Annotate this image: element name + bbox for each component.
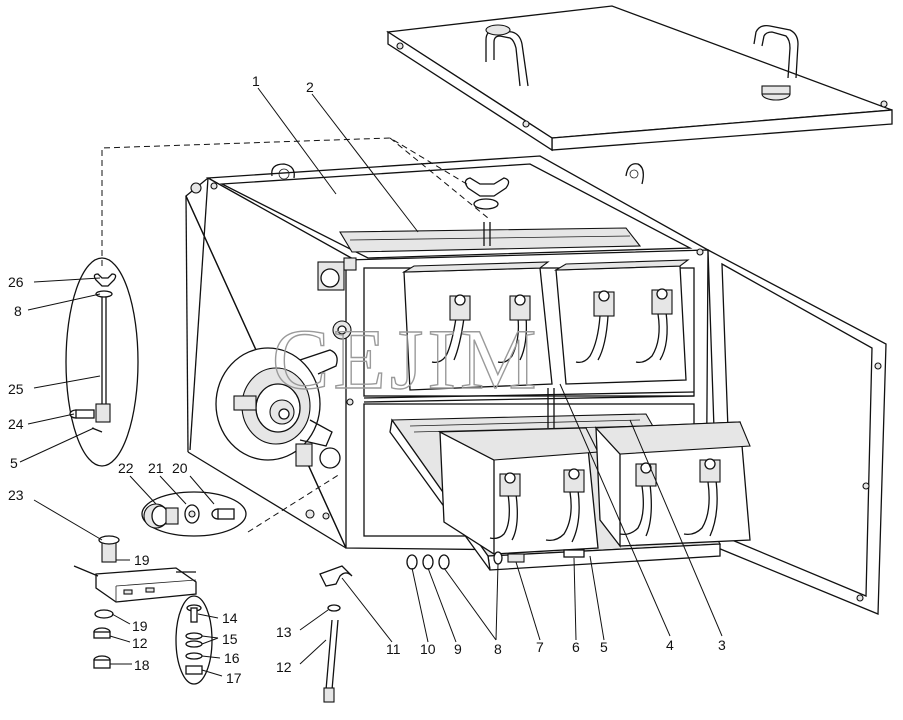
fastener-set-detail [175, 595, 213, 685]
callout-25: 25 [8, 381, 24, 397]
callout-8-rod: 8 [14, 303, 22, 319]
hold-down-rod-center [464, 177, 555, 428]
watermark-text: CEJIM [272, 311, 540, 407]
callout-12-left: 12 [132, 635, 148, 651]
callout-3: 3 [718, 637, 726, 653]
callout-18: 18 [134, 657, 150, 673]
side-connectors [295, 257, 357, 469]
callout-16: 16 [224, 650, 240, 666]
callout-1: 1 [252, 73, 260, 89]
callout-6: 6 [572, 639, 580, 655]
callout-11: 11 [386, 641, 401, 657]
callout-7: 7 [536, 639, 544, 655]
clamp-bracket [319, 565, 353, 587]
callout-labels: 1 2 26 8 25 24 5 22 21 20 23 19 19 12 18… [8, 73, 726, 686]
battery-upper-right [553, 259, 690, 385]
callout-leaders [19, 87, 723, 677]
battery-box-door [707, 248, 887, 615]
battery-lower-right [594, 421, 751, 548]
callout-21: 21 [148, 460, 164, 476]
long-bolt-detail [323, 604, 341, 703]
callout-19-upper: 19 [134, 552, 150, 568]
callout-13: 13 [276, 624, 292, 640]
callout-22: 22 [118, 460, 134, 476]
callout-15: 15 [222, 631, 238, 647]
callout-5-rod: 5 [10, 455, 18, 471]
callout-8-washer: 8 [494, 641, 502, 657]
callout-24: 24 [8, 416, 24, 432]
callout-20: 20 [172, 460, 188, 476]
rod-assembly-detail [65, 257, 139, 467]
callout-10: 10 [420, 641, 436, 657]
callout-2: 2 [306, 79, 314, 95]
callout-19-lower: 19 [132, 618, 148, 634]
callout-4: 4 [666, 637, 674, 653]
callout-23: 23 [8, 487, 24, 503]
callout-26: 26 [8, 274, 24, 290]
dashed-reference-lines [101, 137, 489, 533]
fan-heater-unit [215, 347, 338, 461]
battery-lower-left [437, 427, 599, 556]
callout-5-tray: 5 [600, 639, 608, 655]
cable-gland-detail [141, 491, 247, 537]
callout-17: 17 [226, 670, 242, 686]
battery-box-lid [386, 5, 893, 152]
callout-9: 9 [454, 641, 462, 657]
callout-14: 14 [222, 610, 238, 626]
callout-12-bolt: 12 [276, 659, 292, 675]
battery-upper-left [401, 261, 553, 391]
